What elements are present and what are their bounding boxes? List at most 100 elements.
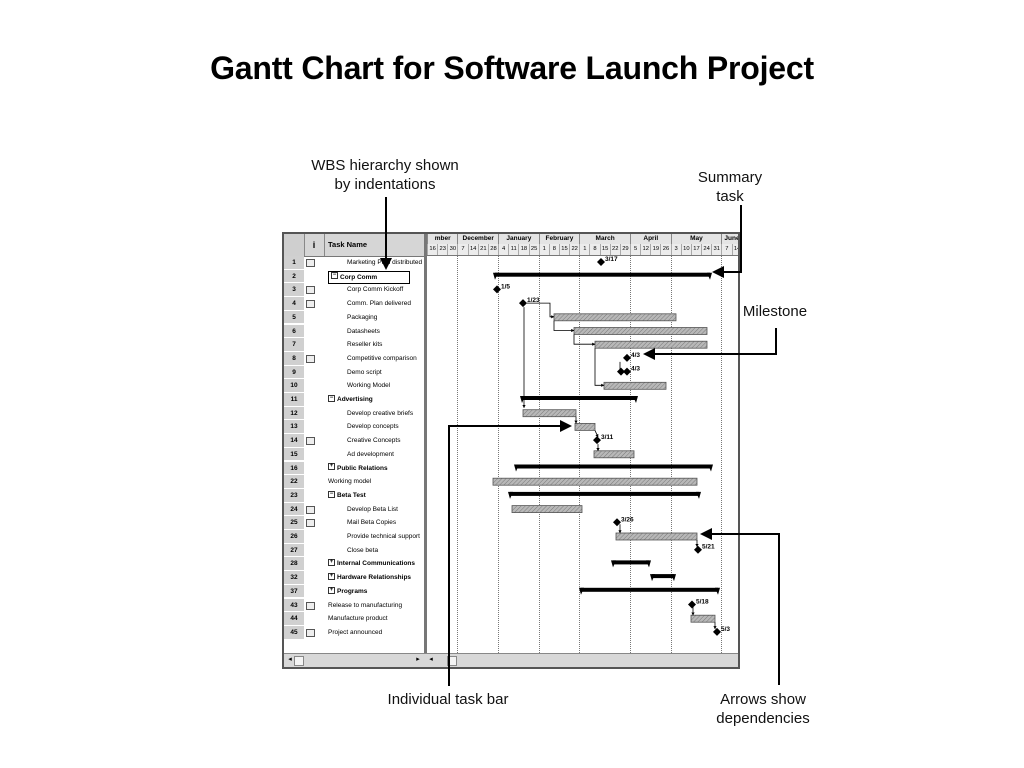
collapse-icon[interactable]: − (328, 394, 335, 402)
note-icon[interactable] (306, 354, 315, 363)
expand-icon[interactable]: + (328, 463, 335, 471)
week-label: 17 (690, 244, 701, 255)
task-bar[interactable] (511, 505, 583, 514)
summary-bar-cap[interactable] (650, 574, 655, 582)
week-label: 22 (569, 244, 579, 255)
scroll-left-chart-arrow-icon[interactable]: ◂ (429, 656, 433, 663)
month-label: March (579, 234, 630, 244)
row-id: 22 (284, 475, 304, 489)
collapse-icon[interactable]: − (328, 490, 335, 498)
month-gridline (457, 256, 459, 653)
expand-icon[interactable]: + (328, 559, 335, 567)
task-bar[interactable] (594, 340, 708, 349)
scroll-thumb-chart[interactable] (447, 656, 457, 666)
summary-bar-cap[interactable] (493, 272, 498, 280)
summary-bar-cap[interactable] (671, 574, 676, 582)
task-row[interactable]: 32+Hardware Relationships (284, 571, 424, 585)
scroll-thumb-left[interactable] (294, 656, 304, 666)
week-label: 14 (467, 244, 478, 255)
dependency-arrows (522, 302, 717, 630)
task-row[interactable]: 16+Public Relations (284, 461, 424, 476)
summary-bar-cap[interactable] (696, 491, 701, 499)
note-icon[interactable] (306, 437, 315, 446)
task-row[interactable]: 11−Advertising (284, 393, 424, 407)
task-bar[interactable] (553, 313, 677, 322)
task-bar[interactable] (593, 450, 635, 459)
note-icon[interactable] (306, 286, 315, 295)
info-column-header[interactable]: i (304, 234, 325, 256)
summary-bar-cap[interactable] (611, 560, 616, 568)
task-bar[interactable] (492, 477, 698, 486)
summary-bar-cap[interactable] (579, 587, 584, 595)
task-bar[interactable] (690, 614, 716, 623)
task-name-text: Demo script (347, 368, 382, 376)
task-bar[interactable] (574, 422, 596, 431)
note-icon[interactable] (306, 259, 315, 267)
summary-bar-cap[interactable] (633, 396, 638, 403)
note-icon[interactable] (306, 519, 315, 528)
week-label: 18 (518, 244, 528, 255)
grid-splitter[interactable] (424, 234, 427, 667)
note-icon[interactable] (306, 628, 315, 637)
task-bar[interactable] (615, 532, 698, 541)
task-name-column-header[interactable]: Task Name (328, 240, 368, 249)
task-bar[interactable] (522, 409, 577, 418)
summary-bar-cap[interactable] (708, 464, 713, 472)
scroll-left-arrow-icon[interactable]: ◂ (288, 656, 292, 663)
id-column-header[interactable] (284, 234, 305, 256)
milestone-label: 3/26 (621, 516, 634, 523)
summary-bar[interactable] (652, 574, 674, 579)
task-row[interactable]: 2−Corp Comm (284, 269, 424, 284)
milestone-label: 4/3 (631, 366, 640, 373)
summary-bar-cap[interactable] (646, 560, 651, 568)
task-row[interactable]: 28+Internal Communications (284, 557, 424, 572)
note-icon[interactable] (306, 601, 315, 610)
summary-bar-cap[interactable] (508, 491, 513, 499)
horizontal-scrollbar[interactable]: ◂ ▸ ◂ (284, 653, 738, 667)
task-bar[interactable] (603, 381, 667, 390)
summary-bar-cap[interactable] (707, 272, 712, 280)
task-row[interactable]: 37+Programs (284, 584, 424, 599)
expand-icon[interactable]: + (328, 572, 335, 580)
summary-bar[interactable] (516, 464, 711, 469)
summary-bar[interactable] (613, 560, 649, 565)
milestone-label: 3/17 (605, 256, 618, 263)
summary-bar-cap[interactable] (715, 587, 720, 595)
row-id: 15 (284, 447, 304, 462)
scroll-right-arrow-icon[interactable]: ▸ (416, 656, 420, 663)
summary-bar[interactable] (581, 587, 718, 592)
summary-bar[interactable] (495, 272, 710, 277)
collapse-icon[interactable]: − (331, 272, 338, 280)
summary-bar-cap[interactable] (514, 464, 519, 472)
note-icon[interactable] (306, 300, 315, 309)
task-row[interactable]: 23−Beta Test (284, 488, 424, 503)
task-bar[interactable] (573, 327, 708, 335)
summary-bar[interactable] (510, 491, 699, 496)
summary-bar[interactable] (522, 396, 636, 400)
row-id: 5 (284, 310, 304, 325)
expand-icon[interactable]: + (328, 586, 335, 594)
note-icon[interactable] (306, 505, 315, 514)
